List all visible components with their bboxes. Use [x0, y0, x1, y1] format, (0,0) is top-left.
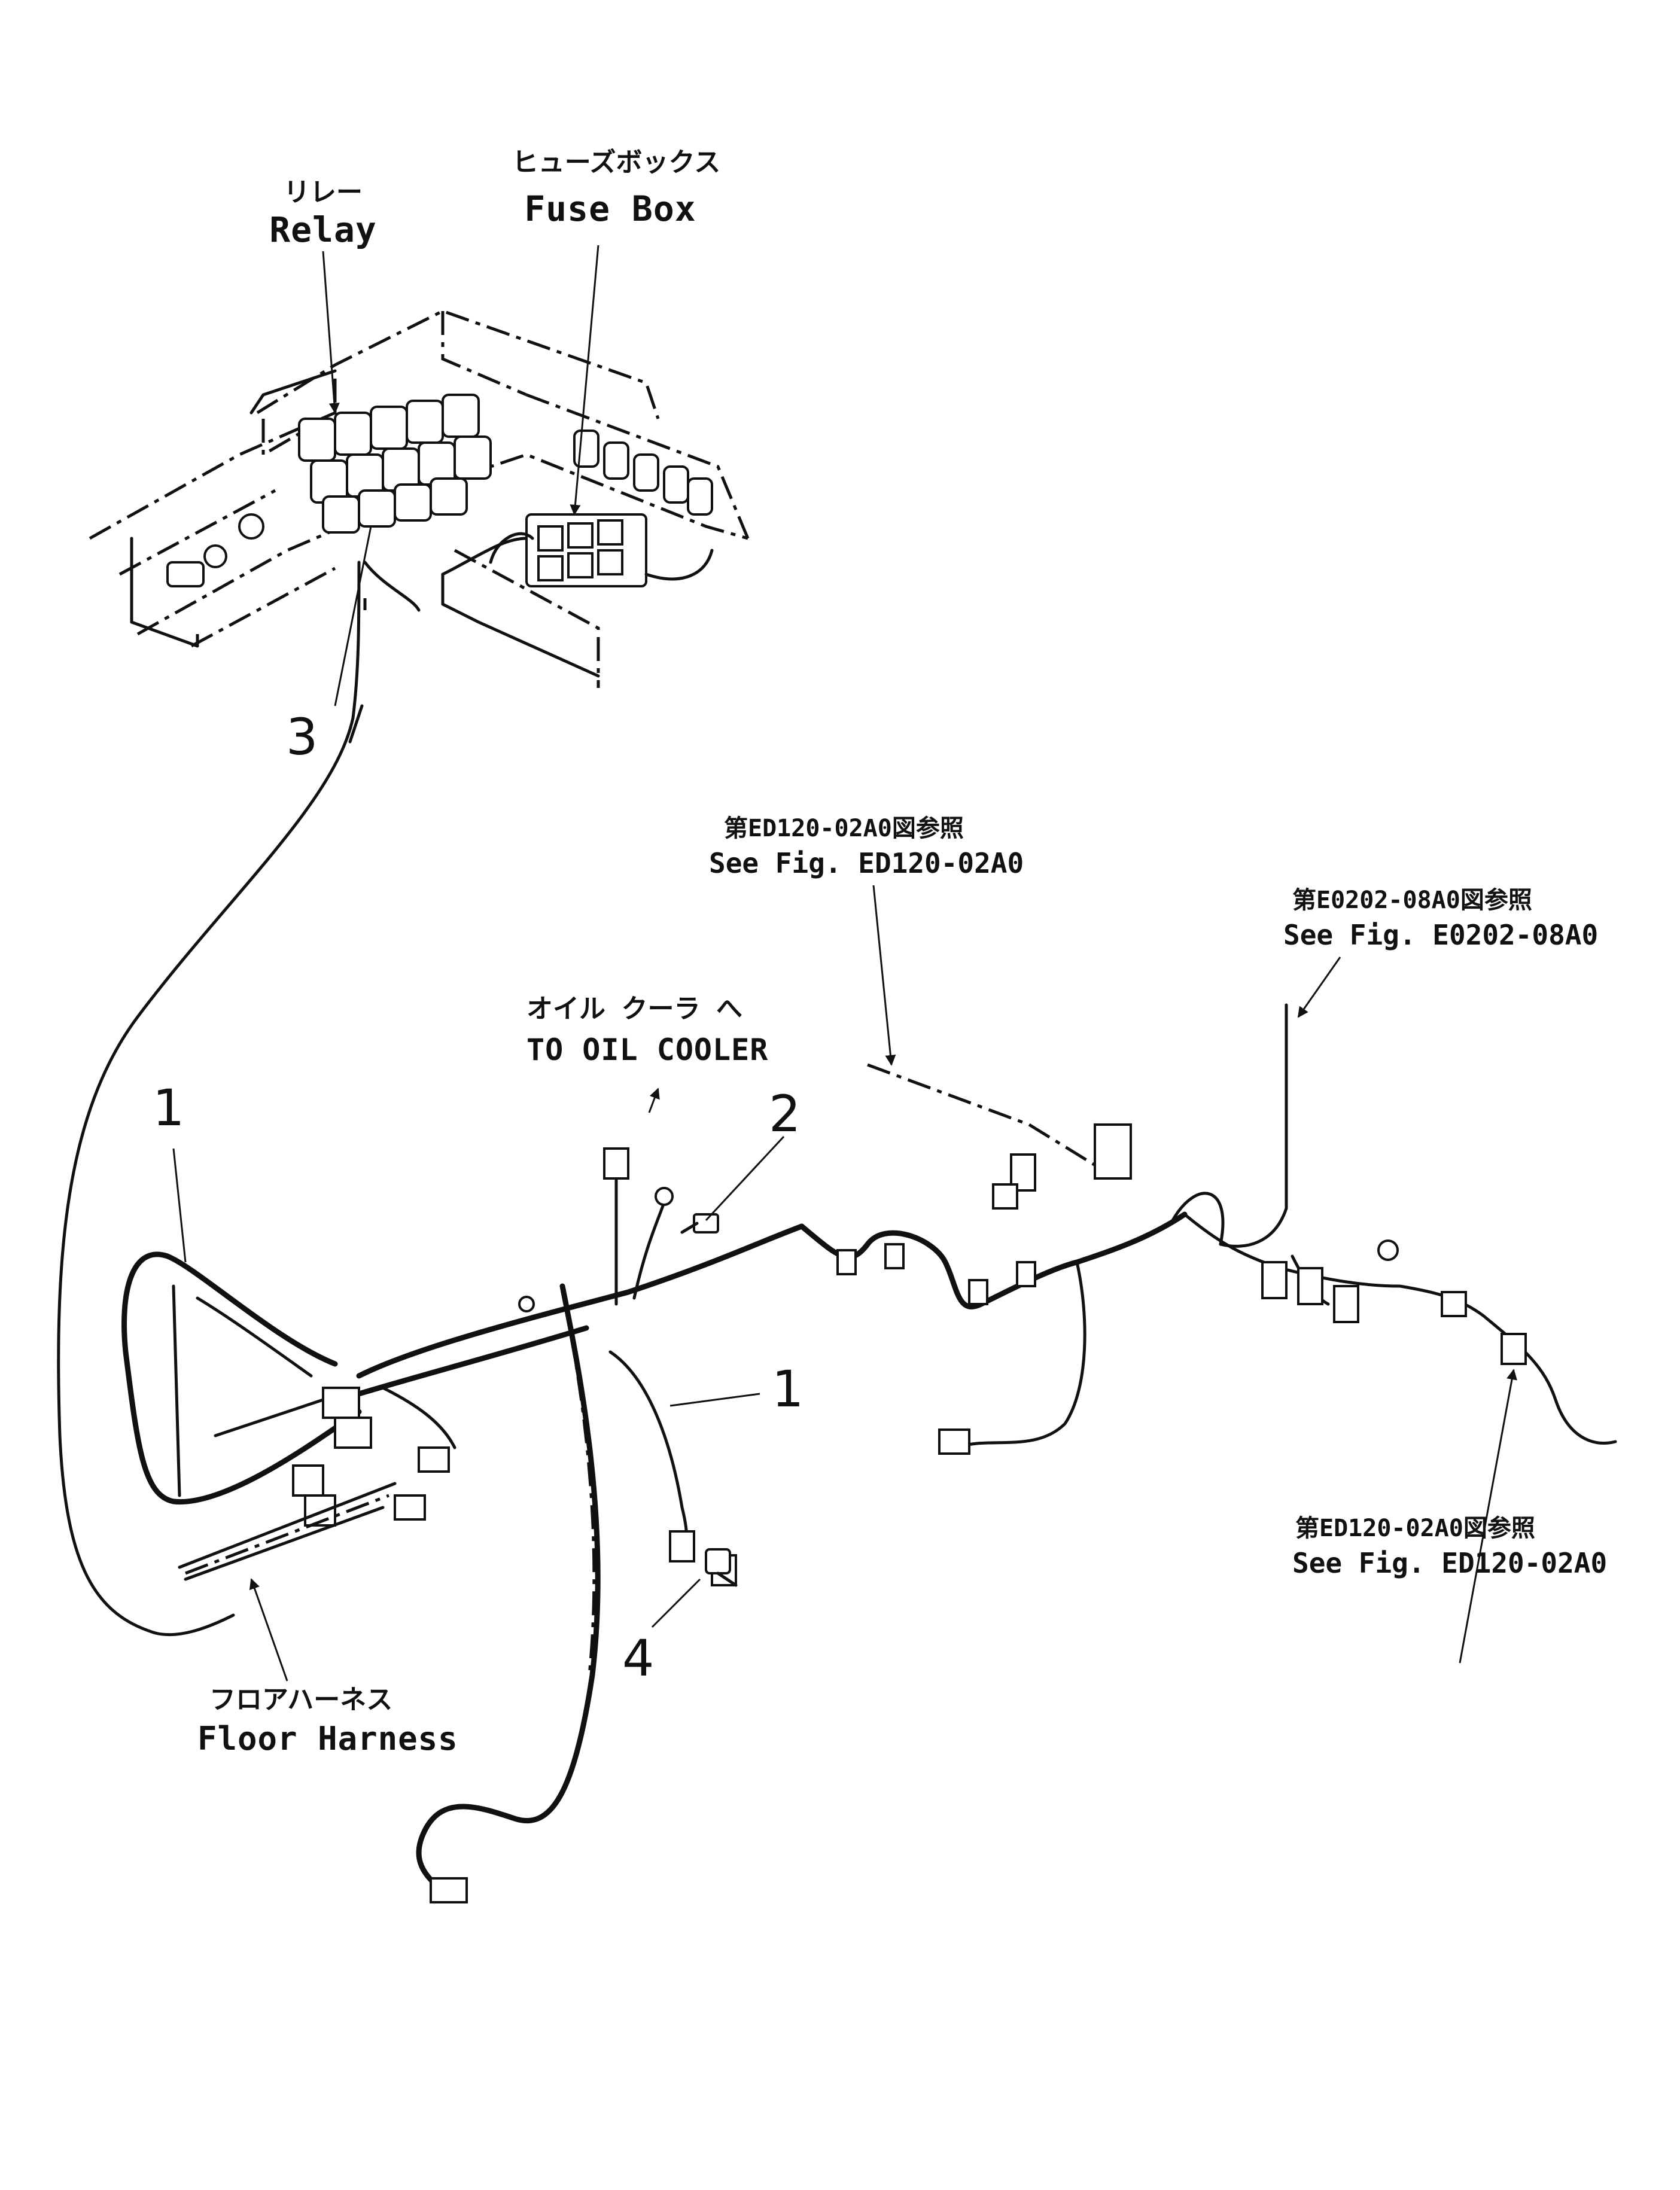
relay-cluster	[166, 394, 492, 587]
fusebox-label-jp: ヒューズボックス	[512, 147, 721, 178]
oil-cooler-label-jp: オイル クーラ へ	[526, 994, 742, 1024]
cab-harness-3	[57, 561, 421, 1637]
ref-1-en: See Fig. ED120-02A0	[709, 847, 1024, 879]
oil-cooler-branch	[603, 1147, 737, 1586]
callout-3: 3	[286, 708, 318, 766]
fusebox-label-en: Fuse Box	[524, 188, 696, 229]
fuse-box	[489, 430, 714, 587]
callout-2: 2	[769, 1085, 801, 1143]
ref-2-jp: 第E0202-08A0図参照	[1292, 887, 1532, 914]
floor-harness-label-en: Floor Harness	[197, 1720, 458, 1758]
ref-3-jp: 第ED120-02A0図参照	[1295, 1515, 1535, 1542]
ref-1-jp: 第ED120-02A0図参照	[724, 815, 964, 842]
oil-cooler-label-en: TO OIL COOLER	[526, 1032, 769, 1067]
floor-harness	[178, 1482, 397, 1581]
callout-1-top: 1	[153, 1079, 185, 1137]
relay-label-en: Relay	[269, 209, 377, 250]
main-harness-1	[121, 1223, 805, 1527]
lower-harness	[416, 1283, 601, 1903]
leader-lines	[172, 245, 1517, 1682]
relay-label-jp: リレー	[284, 177, 363, 208]
right-harness	[799, 1003, 1617, 1455]
switch-4	[705, 1548, 738, 1587]
ref-2-en: See Fig. E0202-08A0	[1283, 919, 1599, 951]
ref-3-en: See Fig. ED120-02A0	[1292, 1547, 1608, 1579]
floor-harness-label-jp: フロアハーネス	[209, 1685, 393, 1715]
callout-4: 4	[622, 1629, 655, 1688]
callout-1-right: 1	[772, 1360, 804, 1418]
bolt-2	[680, 1213, 719, 1234]
